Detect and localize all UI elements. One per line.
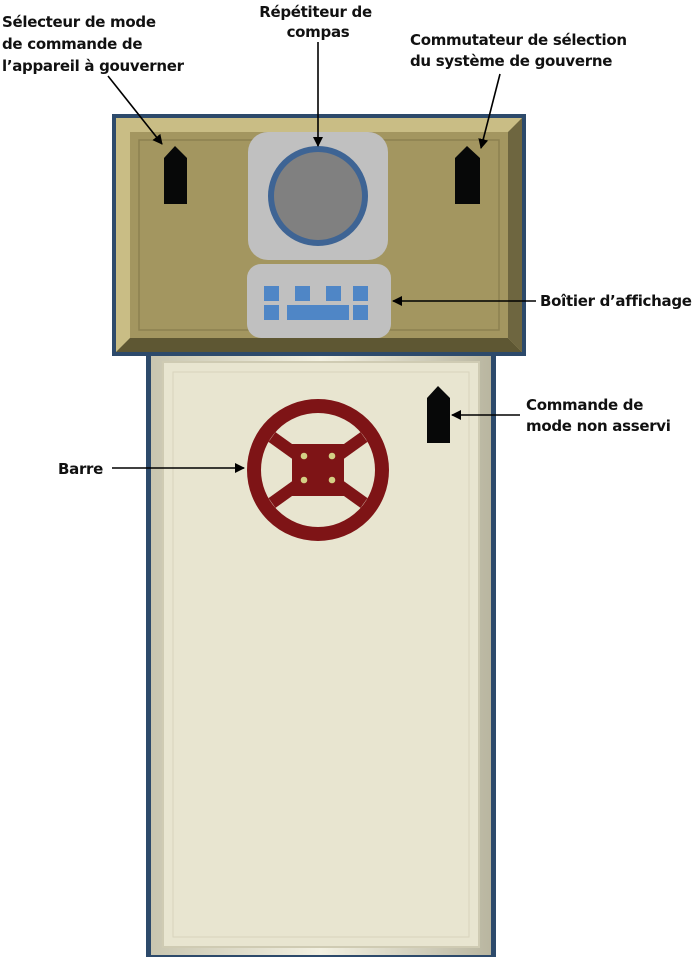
- display-keys: [264, 286, 368, 320]
- callout-arrows: [107, 42, 536, 473]
- display-unit: [247, 264, 391, 338]
- label-steering-mode-selector: Sélecteur de mode de commande de l’appar…: [2, 13, 185, 75]
- steering-mode-selector-lever[interactable]: [164, 146, 187, 204]
- label-non-follow-up-control: Commande de mode non asservi: [526, 396, 671, 435]
- helm-wheel[interactable]: [247, 399, 389, 541]
- compass-repeater: [248, 132, 388, 260]
- label-display-unit: Boîtier d’affichage: [540, 292, 692, 310]
- label-helm: Barre: [58, 460, 103, 478]
- steering-system-switch-lever[interactable]: [455, 146, 480, 204]
- label-steering-system-switch: Commutateur de sélection du système de g…: [410, 31, 632, 70]
- label-compass-repeater: Répétiteur de compas: [259, 3, 377, 41]
- non-follow-up-control-lever[interactable]: [427, 386, 450, 443]
